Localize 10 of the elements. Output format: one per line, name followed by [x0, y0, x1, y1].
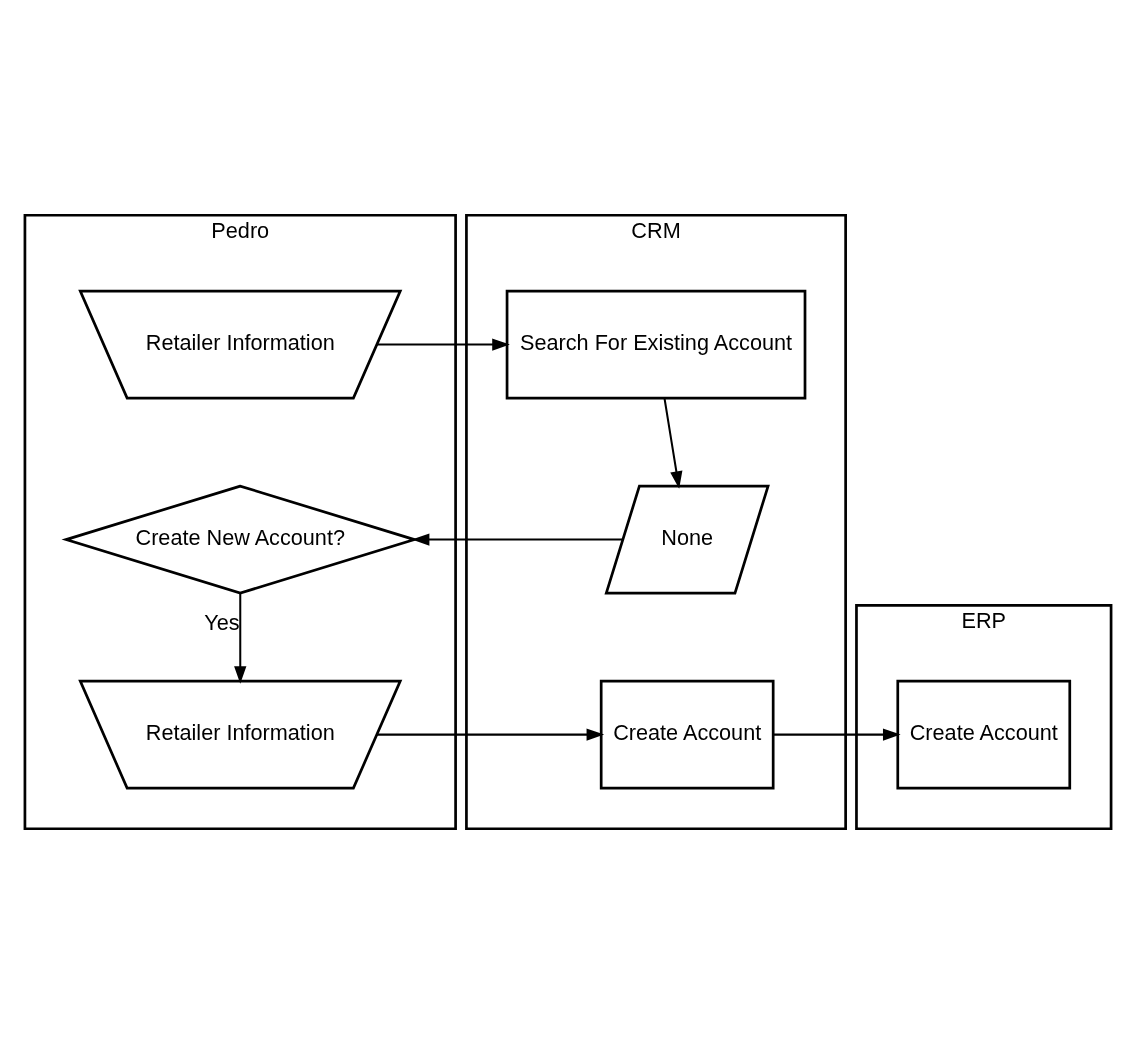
node-box: Create Account: [599, 679, 775, 789]
arrow: [773, 727, 901, 741]
arrow: [376, 727, 605, 741]
node-box: Search For Existing Account: [505, 289, 807, 399]
arrow: [377, 337, 510, 351]
node-box: Create Account: [896, 679, 1072, 789]
arrow: [411, 532, 623, 546]
arrow: [663, 397, 683, 489]
arrow: [234, 593, 247, 684]
edge-label: Yes: [204, 609, 240, 635]
